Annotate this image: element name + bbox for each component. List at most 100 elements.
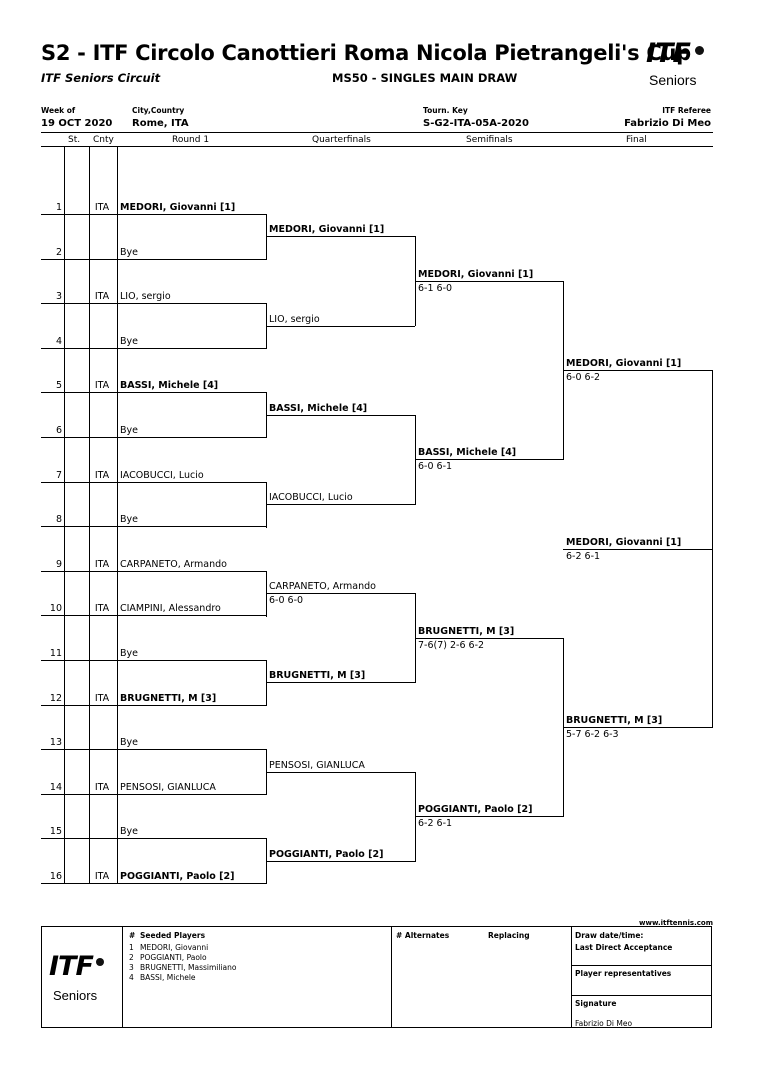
cnty-col-divider [89, 146, 90, 884]
player-name: BRUGNETTI, M [3] [120, 693, 217, 704]
r1-line [41, 749, 266, 750]
r1-connector [266, 571, 267, 617]
website[interactable]: www.itftennis.com [639, 919, 713, 927]
qf-player-name: PENSOSI, GIANLUCA [269, 760, 365, 771]
seeded-number: 1 [129, 943, 134, 952]
qf-player-name: BASSI, Michele [4] [269, 403, 368, 414]
r1-line [41, 660, 266, 661]
r1-line [41, 883, 266, 884]
r1-line [41, 392, 266, 393]
qf-connector [415, 415, 416, 505]
qf-line [266, 326, 415, 327]
player-name: Bye [120, 247, 138, 258]
seeded-player: 1 MEDORI, Giovanni [129, 943, 208, 952]
r1-line [41, 482, 266, 483]
final-score: 6-0 6-2 [566, 372, 601, 383]
r1-line [41, 303, 266, 304]
r1-line [41, 526, 266, 527]
seeded-player: 3 BRUGNETTI, Massimiliano [129, 963, 236, 972]
seed-number: 9 [55, 559, 62, 570]
col-cnty: Cnty [93, 135, 114, 145]
seed-number: 4 [55, 336, 62, 347]
r1-col-divider [117, 146, 118, 884]
footer-divider-3 [571, 927, 572, 1027]
country-code: ITA [94, 380, 110, 391]
country-code: ITA [94, 291, 110, 302]
r1-line [41, 437, 266, 438]
player-name: Bye [120, 648, 138, 659]
tennis-ball-icon [695, 46, 704, 55]
seeded-number: 2 [129, 953, 134, 962]
player-name: Bye [120, 514, 138, 525]
player-name: MEDORI, Giovanni [1] [120, 202, 236, 213]
r1-line [41, 615, 266, 616]
sf-player-name: MEDORI, Giovanni [1] [418, 269, 534, 280]
sf-line [415, 816, 563, 817]
player-name: Bye [120, 425, 138, 436]
seed-number: 15 [49, 826, 62, 837]
seed-number: 16 [49, 871, 62, 882]
r1-connector [266, 660, 267, 706]
country-code: ITA [94, 470, 110, 481]
final-line [563, 727, 712, 728]
player-name: LIO, sergio [120, 291, 171, 302]
col-st: St. [68, 135, 81, 145]
seeded-number: 4 [129, 973, 134, 982]
qf-player-name: IACOBUCCI, Lucio [269, 492, 353, 503]
qf-player-name: CARPANETO, Armando [269, 581, 376, 592]
player-name: PENSOSI, GIANLUCA [120, 782, 216, 793]
seeded-number: 3 [129, 963, 134, 972]
referee-value: Fabrizio Di Meo [624, 118, 711, 129]
footer-rule-2 [572, 995, 712, 996]
replacing-header: Replacing [488, 931, 530, 940]
seeded-header: Seeded Players [140, 931, 206, 940]
r1-line [41, 259, 266, 260]
final-connector [712, 370, 713, 728]
country-code: ITA [94, 693, 110, 704]
signature-name: Fabrizio Di Meo [575, 1019, 633, 1028]
sf-score: 6-2 6-1 [418, 818, 453, 829]
seed-number: 1 [55, 202, 62, 213]
qf-player-name: BRUGNETTI, M [3] [269, 670, 366, 681]
final-player-name: MEDORI, Giovanni [1] [566, 358, 682, 369]
seed-number: 6 [55, 425, 62, 436]
page-title: S2 - ITF Circolo Canottieri Roma Nicola … [41, 41, 691, 65]
player-reps-label: Player representatives [575, 969, 672, 978]
col-round1: Round 1 [172, 135, 210, 145]
qf-line [266, 415, 415, 416]
city-value: Rome, ITA [132, 118, 189, 129]
r1-line [41, 838, 266, 839]
country-code: ITA [94, 603, 110, 614]
header-rule-bottom [41, 146, 713, 147]
sf-line [415, 459, 563, 460]
champion-name: MEDORI, Giovanni [1] [566, 537, 682, 548]
country-code: ITA [94, 782, 110, 793]
city-label: City,Country [132, 106, 185, 115]
player-name: CARPANETO, Armando [120, 559, 227, 570]
player-name: POGGIANTI, Paolo [2] [120, 871, 235, 882]
sf-score: 6-1 6-0 [418, 283, 453, 294]
footer-rule-1 [572, 965, 712, 966]
champion-score: 6-2 6-1 [566, 551, 601, 562]
footer-divider-1 [122, 927, 123, 1027]
seed-number: 5 [55, 380, 62, 391]
sf-score: 7-6(7) 2-6 6-2 [418, 640, 485, 651]
col-quarterfinals: Quarterfinals [312, 135, 371, 145]
seeded-name: BRUGNETTI, Massimiliano [140, 963, 237, 972]
player-name: Bye [120, 737, 138, 748]
header-rule-top [41, 132, 713, 133]
r1-connector [266, 214, 267, 260]
seed-number: 10 [49, 603, 62, 614]
draw-date-label: Draw date/time: [575, 931, 644, 940]
col-final: Final [626, 135, 647, 145]
seeded-name: MEDORI, Giovanni [140, 943, 209, 952]
seed-number: 3 [55, 291, 62, 302]
r1-line [41, 705, 266, 706]
st-col-divider [64, 146, 65, 884]
sf-score: 6-0 6-1 [418, 461, 453, 472]
r1-connector [266, 482, 267, 528]
itf-seniors-logo-bottom: ITF Seniors [46, 953, 112, 1007]
seed-number: 14 [49, 782, 62, 793]
champion-line [563, 549, 712, 550]
